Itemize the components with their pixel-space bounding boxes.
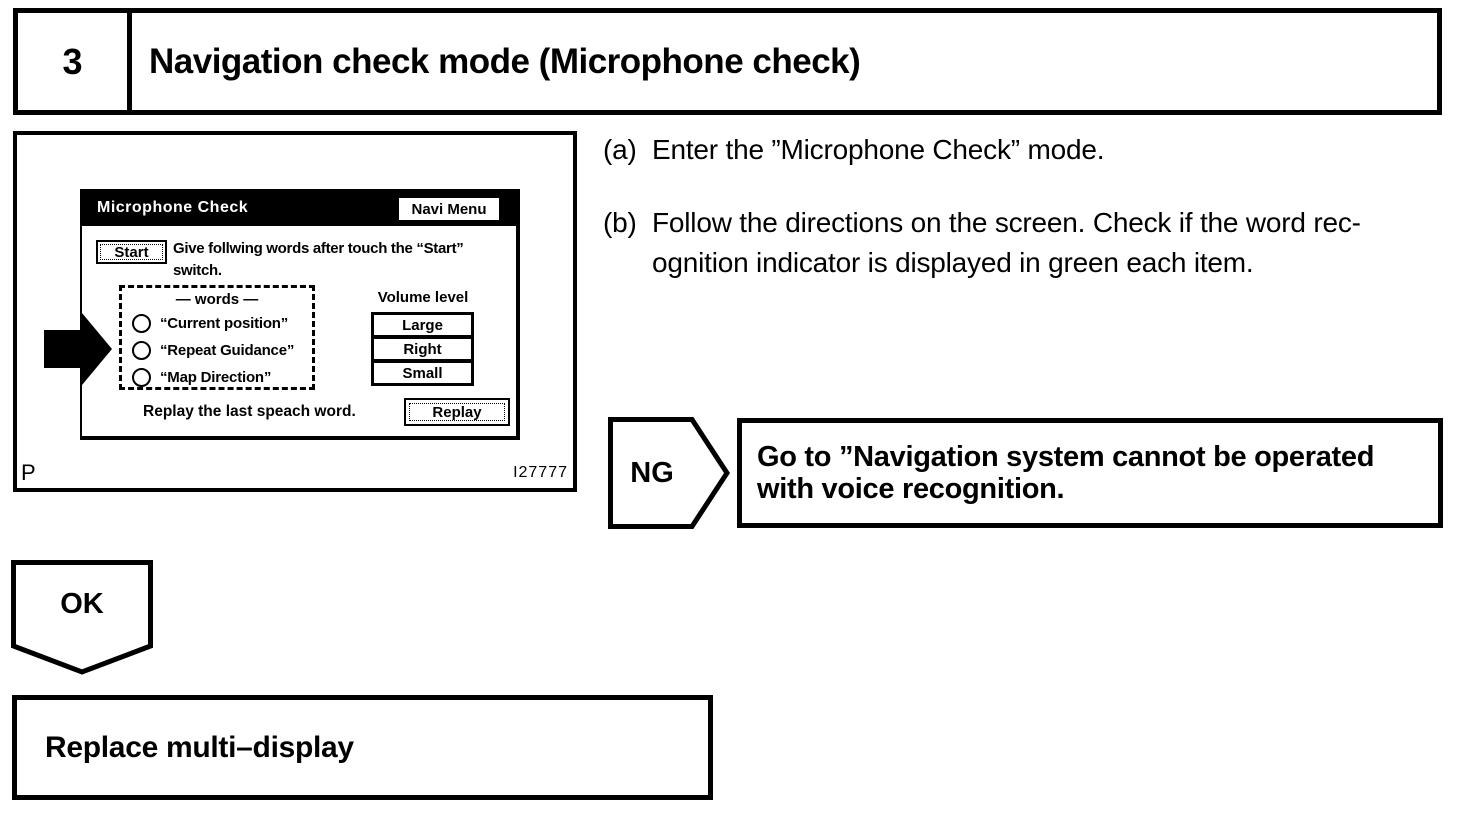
step-b-text-line1: Follow the directions on the screen. Che… (652, 207, 1361, 238)
volume-level-label: Volume level (377, 289, 469, 306)
words-box: — words — “Current position” “Repeat Gui… (119, 285, 315, 390)
navi-menu-button: Navi Menu (399, 198, 499, 220)
volume-buttons: Large Right Small (371, 312, 474, 386)
recognition-indicator-icon (132, 368, 151, 387)
ng-label: NG (630, 456, 674, 489)
step-a-label: (a) (603, 134, 637, 165)
start-instruction-line1: Give follwing words after touch the “Sta… (173, 240, 464, 257)
ng-connector-shape (608, 417, 730, 529)
step-b: (b) Follow the directions on the screen.… (603, 203, 1463, 283)
word-label: “Current position” (160, 315, 289, 332)
ok-connector-shape (11, 560, 153, 675)
ng-result-box: Go to ”Navigation system cannot be opera… (737, 418, 1443, 528)
step-title: Navigation check mode (Microphone check) (149, 41, 861, 81)
step-header: 3 Navigation check mode (Microphone chec… (13, 8, 1442, 115)
word-item-map-direction: “Map Direction” (132, 368, 271, 387)
step-a-text: Enter the ”Microphone Check” mode. (652, 134, 1105, 165)
volume-small-button: Small (402, 364, 443, 382)
start-instruction-line2: switch. (173, 262, 222, 279)
recognition-indicator-icon (132, 341, 151, 360)
result-text: Replace multi–display (45, 730, 354, 764)
pointer-arrow-icon (44, 313, 112, 385)
start-instruction: Give follwing words after touch the “Sta… (173, 238, 518, 282)
word-label: “Repeat Guidance” (160, 342, 295, 359)
step-b-text-line2: ognition indicator is displayed in green… (652, 247, 1254, 278)
word-label: “Map Direction” (160, 369, 272, 386)
step-number: 3 (18, 13, 132, 110)
screen-title: Microphone Check (97, 198, 249, 216)
figure-number: I27777 (513, 464, 568, 481)
ok-label: OK (60, 587, 104, 620)
page-marker: P (21, 460, 36, 485)
recognition-indicator-icon (132, 314, 151, 333)
ng-result-line1: Go to ”Navigation system cannot be opera… (757, 441, 1375, 473)
replay-instruction: Replay the last speach word. (143, 403, 356, 420)
replay-button: Replay (404, 398, 510, 426)
word-item-repeat-guidance: “Repeat Guidance” (132, 341, 294, 360)
result-box: Replace multi–display (12, 695, 713, 800)
microphone-check-screen: Microphone Check Navi Menu Start Give fo… (80, 189, 520, 440)
word-item-current-position: “Current position” (132, 314, 288, 333)
step-b-label: (b) (603, 207, 637, 238)
start-button: Start (96, 240, 167, 264)
figure-frame: Microphone Check Navi Menu Start Give fo… (13, 131, 577, 492)
volume-large-button: Large (374, 315, 471, 339)
volume-right-button: Right (374, 339, 471, 363)
step-a: (a) Enter the ”Microphone Check” mode. (603, 130, 1463, 170)
ng-result-line2: with voice recognition. (757, 473, 1065, 505)
words-title: — words — (175, 291, 259, 308)
